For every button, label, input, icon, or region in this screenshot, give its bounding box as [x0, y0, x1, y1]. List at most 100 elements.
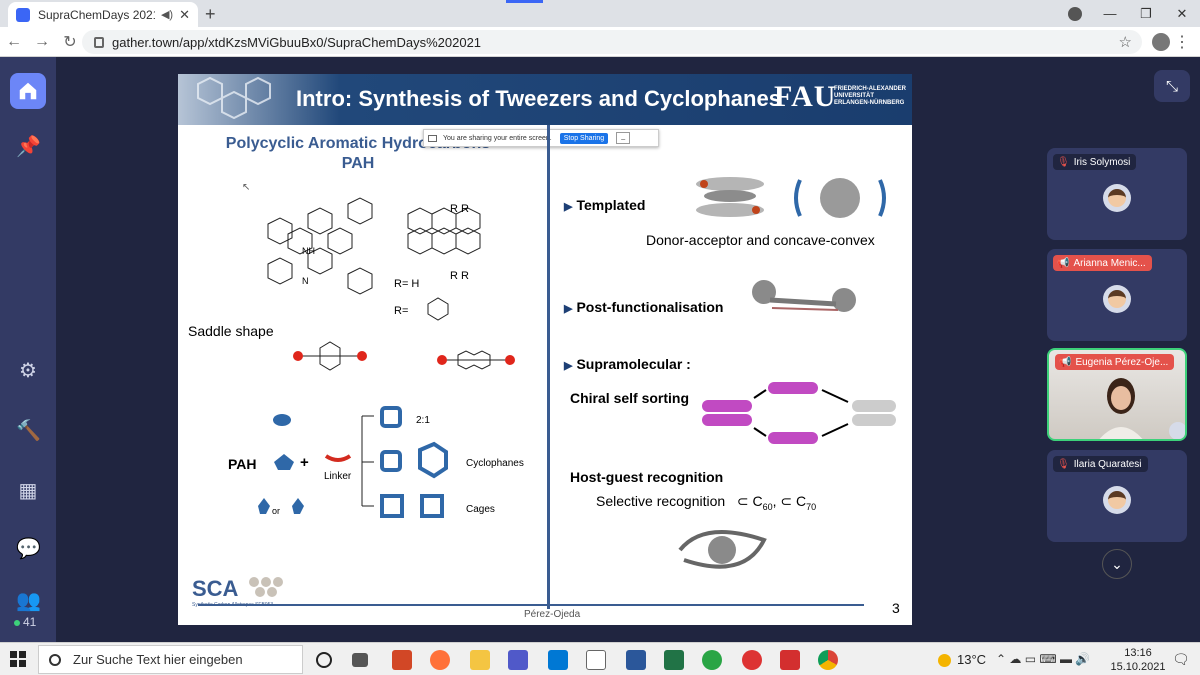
shared-screen-slide: Intro: Synthesis of Tweezers and Cycloph…: [178, 74, 912, 625]
pdf-icon[interactable]: [780, 650, 800, 670]
window-controls: — ❐ ✕: [1092, 0, 1200, 27]
participant-video-card[interactable]: 📢Eugenia Pérez-Oje...: [1047, 348, 1187, 441]
screen-share-notice: You are sharing your entire screen. Stop…: [423, 129, 659, 147]
planar-schematic-diagram: [437, 350, 515, 370]
megaphone-mic-muted-icon: 📢: [1057, 257, 1070, 269]
avatar: [1103, 285, 1131, 313]
new-tab-button[interactable]: +: [205, 4, 216, 24]
home-button[interactable]: [10, 73, 46, 109]
host-guest-diagram: [678, 530, 767, 569]
back-icon[interactable]: ←: [6, 32, 22, 50]
excel-icon[interactable]: [664, 650, 684, 670]
participant-name-tag: 📢Eugenia Pérez-Oje...: [1055, 354, 1175, 370]
lock-icon[interactable]: [94, 36, 104, 48]
participant-name-tag: 🎙Ilaria Quaratesi: [1053, 456, 1148, 472]
teams-icon[interactable]: [508, 650, 528, 670]
tab-indicator: [506, 0, 543, 3]
powerpoint-icon[interactable]: [392, 650, 412, 670]
fau-logo: FAU: [774, 80, 837, 113]
browser-tab-bar: SupraChemDays 2021 | Gath ◀) ✕ + — ❐ ✕: [0, 0, 1200, 27]
ratio-label: 2:1: [416, 415, 430, 426]
taskbar-clock[interactable]: 13:16 15.10.2021: [1110, 647, 1166, 673]
collapse-arrows-icon: ⤡: [1165, 77, 1178, 95]
nh-label: NH: [302, 246, 315, 256]
cortana-icon[interactable]: [316, 652, 332, 668]
linker-label: Linker: [324, 471, 352, 482]
pin-icon[interactable]: 📌: [16, 136, 41, 158]
minimize-icon[interactable]: —: [1103, 6, 1117, 21]
stop-sharing-button[interactable]: Stop Sharing: [559, 132, 609, 144]
search-icon: [49, 653, 61, 666]
outlook-icon[interactable]: [548, 650, 568, 670]
sca-logo: SCA: [192, 576, 239, 601]
build-hammer-icon[interactable]: 🔨: [16, 420, 41, 442]
cursor-icon: ↖: [242, 182, 251, 193]
windows-start-icon[interactable]: [10, 651, 26, 667]
tray-icons[interactable]: ⌃ ☁ ▭ ⌨ ▬ 🔊: [996, 652, 1091, 666]
chemdraw-icon[interactable]: [702, 650, 722, 670]
or-label: or: [272, 506, 281, 516]
slide-header: Intro: Synthesis of Tweezers and Cycloph…: [178, 74, 912, 125]
participants-icon[interactable]: 👥: [16, 590, 41, 612]
close-window-icon[interactable]: ✕: [1176, 5, 1188, 21]
hide-notice-button[interactable]: _: [616, 132, 631, 144]
rr-bottom-label: R R: [450, 270, 469, 282]
r-substituent-label: R=: [394, 305, 409, 317]
plus-label: +: [300, 454, 309, 471]
online-count[interactable]: 41: [14, 615, 36, 629]
participant-card[interactable]: 🎙Iris Solymosi: [1047, 148, 1187, 240]
saddle-schematic-diagram: [293, 341, 367, 371]
url-text: gather.town/app/xtdKzsMViGbuuBx0/SupraCh…: [112, 34, 482, 50]
molecule-decoration-icon: [197, 76, 271, 120]
profile-icon[interactable]: [1152, 33, 1170, 51]
bookmark-star-icon[interactable]: ☆: [1118, 34, 1132, 51]
task-view-icon[interactable]: [352, 653, 368, 667]
post-functionalisation-heading: ▶Post-functionalisation: [564, 299, 724, 315]
browser-menu-icon[interactable]: ⋮: [1174, 34, 1190, 51]
sun-icon: [938, 654, 951, 668]
taskbar-search-input[interactable]: Zur Suche Text hier eingeben: [38, 645, 303, 674]
reload-icon[interactable]: ↻: [63, 33, 77, 51]
firefox-icon[interactable]: [430, 650, 450, 670]
language-icon[interactable]: [586, 650, 606, 670]
tab-search-icon[interactable]: [1068, 7, 1082, 21]
participant-card[interactable]: 🎙Ilaria Quaratesi: [1047, 450, 1187, 542]
word-icon[interactable]: [626, 650, 646, 670]
notifications-icon[interactable]: 🗨: [1172, 651, 1190, 667]
slide-footer-line: [198, 604, 864, 606]
url-field[interactable]: gather.town/app/xtdKzsMViGbuuBx0/SupraCh…: [82, 30, 1142, 54]
mini-avatar-icon: [1169, 422, 1185, 439]
forward-icon[interactable]: →: [34, 32, 50, 50]
post-functionalisation-diagram: [752, 280, 856, 312]
r-h-label: R= H: [394, 278, 420, 290]
webcam-video: [1099, 378, 1143, 439]
participant-card[interactable]: 📢Arianna Menic...: [1047, 249, 1187, 341]
supramolecular-heading: ▶Supramolecular :: [564, 356, 691, 372]
sca-subtitle: Synthetic Carbon Allotropes SFB953: [192, 602, 274, 608]
selective-recognition-label: Selective recognition ⊂ C60, ⊂ C70: [596, 493, 817, 512]
share-notice-text: You are sharing your entire screen.: [443, 134, 552, 142]
exit-fullscreen-button[interactable]: ⤡: [1154, 70, 1190, 102]
participant-name-tag: 📢Arianna Menic...: [1053, 255, 1152, 271]
scroll-participants-button[interactable]: ⌄: [1102, 549, 1132, 579]
chrome-icon[interactable]: [818, 650, 838, 670]
templated-heading: ▶Templated: [564, 197, 646, 213]
browser-tab[interactable]: SupraChemDays 2021 | Gath ◀) ✕: [8, 2, 198, 27]
home-icon: [19, 82, 37, 100]
cages-label: Cages: [466, 504, 495, 515]
chevron-down-icon: ⌄: [1111, 555, 1123, 572]
settings-icon[interactable]: ⚙: [19, 360, 37, 382]
column-divider: [547, 125, 550, 609]
chat-icon[interactable]: 💬: [16, 538, 41, 560]
gather-sidebar: 📌 ⚙ 🔨 ▦ 💬 👥 41: [0, 57, 56, 642]
weather-widget[interactable]: 13°C: [938, 652, 986, 668]
restore-icon[interactable]: ❐: [1140, 5, 1152, 21]
tab-audio-icon[interactable]: ◀): [160, 9, 174, 21]
app-icon[interactable]: [742, 650, 762, 670]
tab-close-icon[interactable]: ✕: [179, 6, 190, 22]
avatar: [1103, 486, 1131, 514]
calendar-icon[interactable]: ▦: [18, 480, 38, 502]
megaphone-icon: 📢: [1059, 356, 1072, 368]
file-explorer-icon[interactable]: [470, 650, 490, 670]
cyclophanes-label: Cyclophanes: [466, 458, 524, 469]
